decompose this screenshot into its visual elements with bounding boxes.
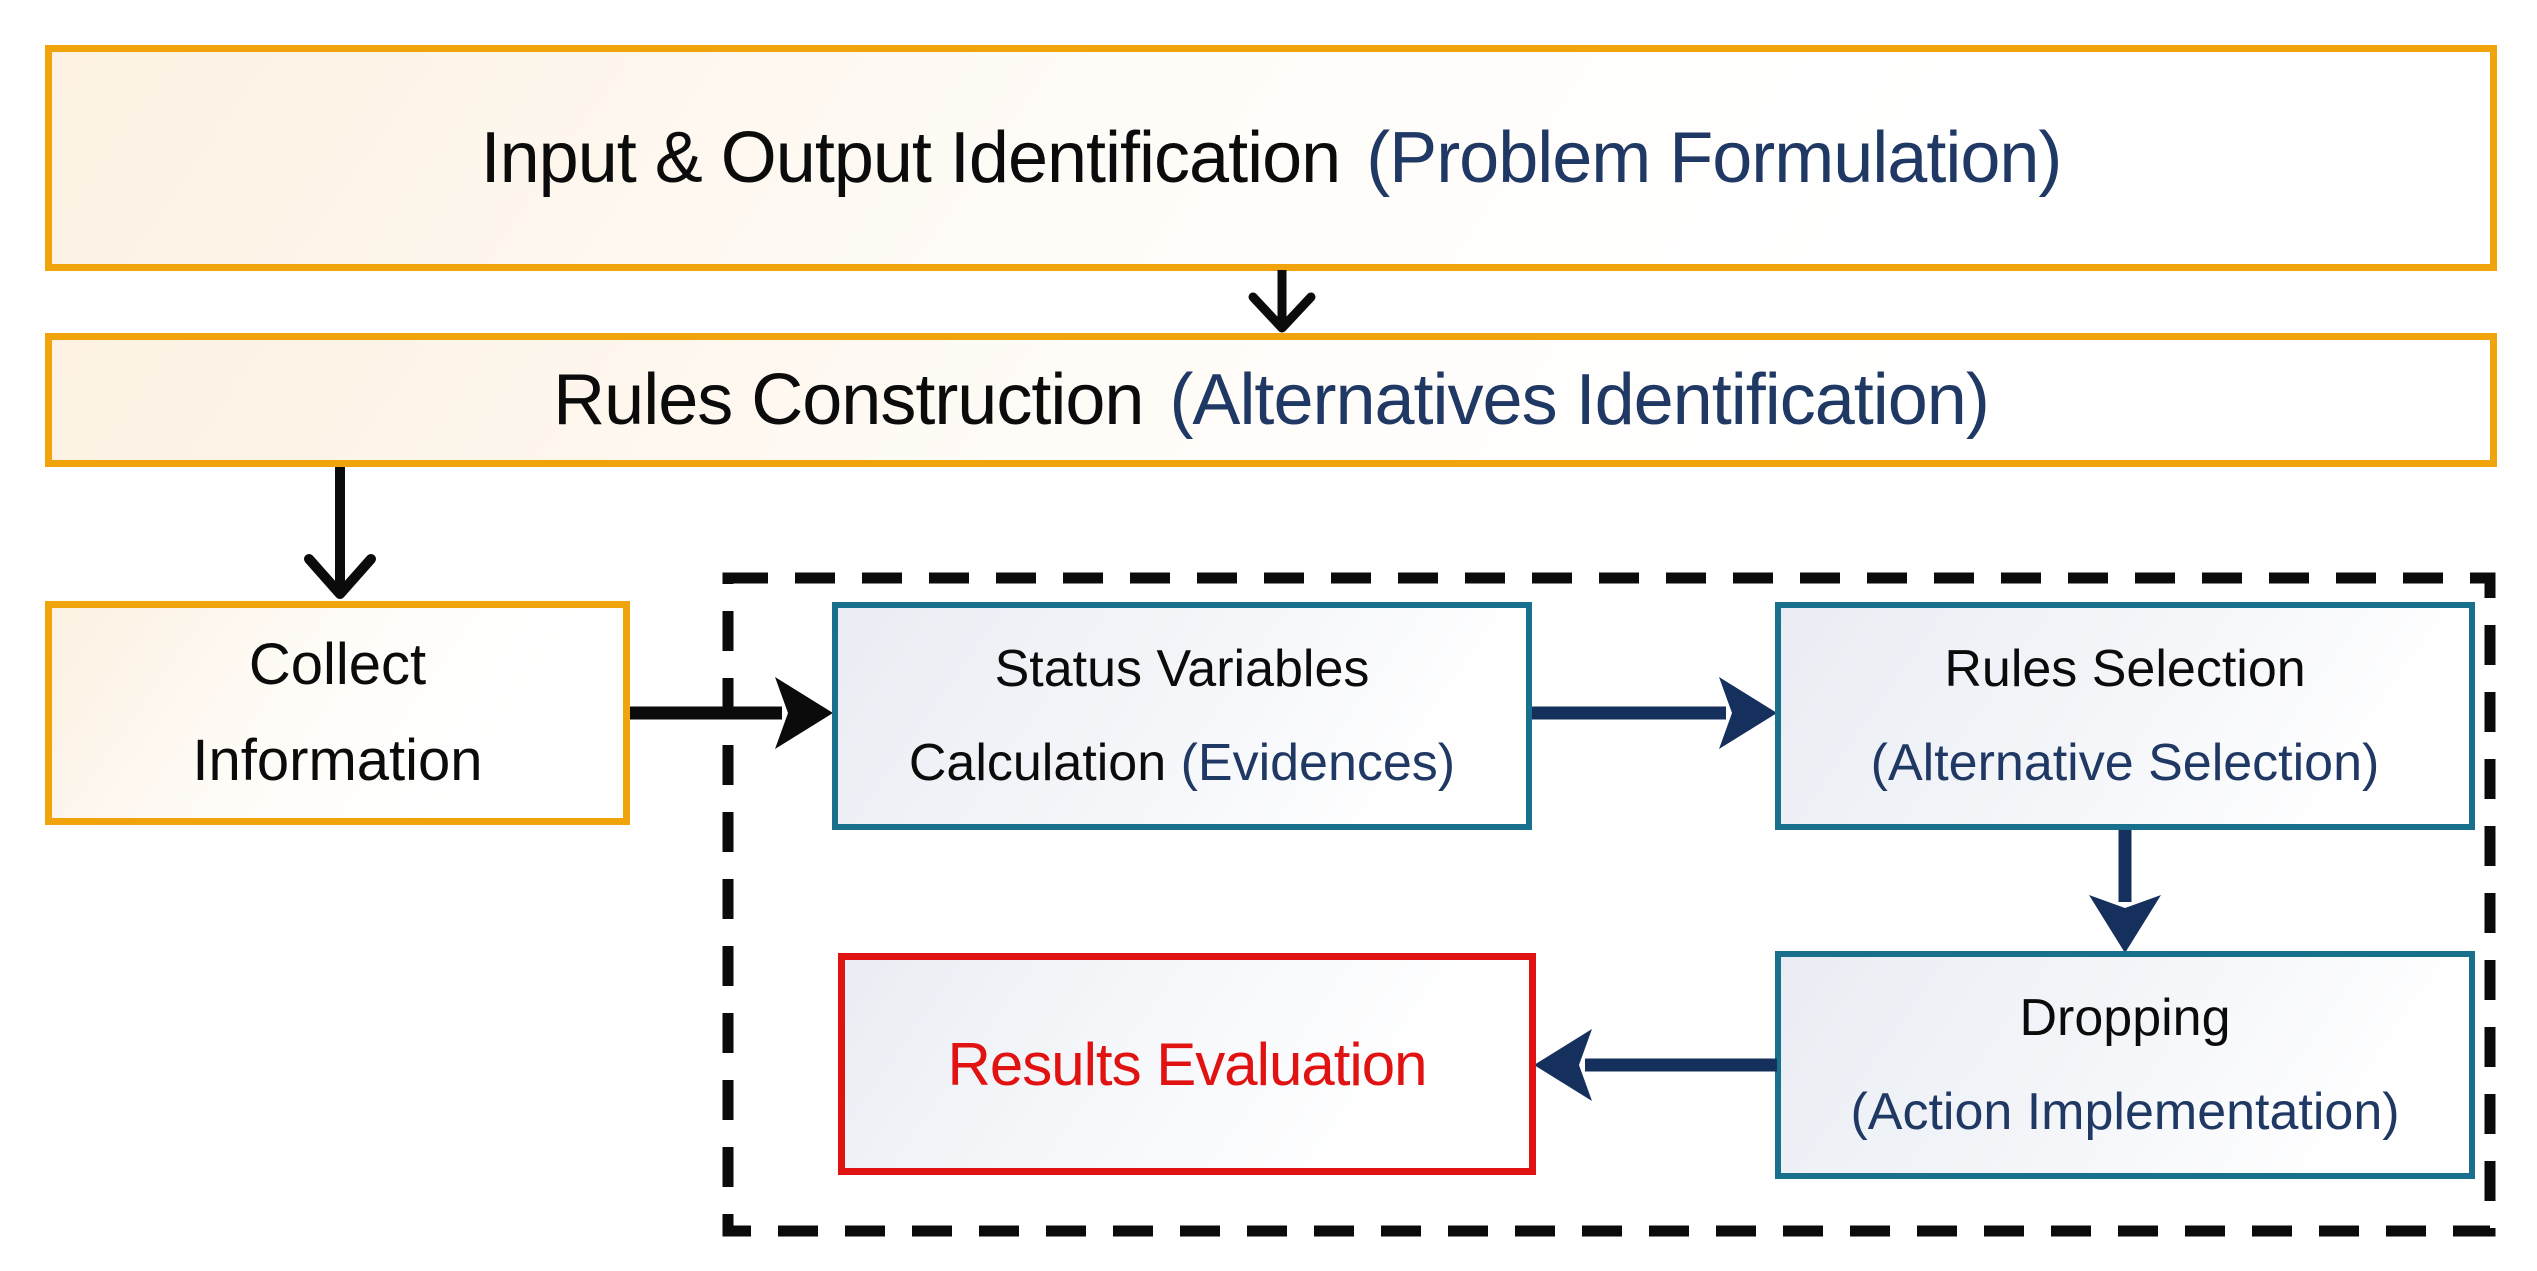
box-collect-information: Collect Information [45, 601, 630, 825]
box-dropping: Dropping (Action Implementation) [1775, 951, 2475, 1179]
rules-construction-sub-text: (Alternatives Identification) [1169, 360, 1989, 440]
arrow-collect-to-status-icon [630, 671, 833, 755]
rules-selection-line2: (Alternative Selection) [1870, 734, 2380, 792]
box-input-output-label: Input & Output Identification (Problem Fo… [480, 117, 2063, 199]
dropping-line2: (Action Implementation) [1850, 1083, 2400, 1141]
dropping-line1: Dropping [2019, 989, 2231, 1047]
collect-line2: Information [192, 728, 483, 793]
status-line2-main: Calculation [908, 734, 1167, 792]
box-rules-construction: Rules Construction (Alternatives Identifi… [45, 333, 2497, 467]
input-output-sub-text: (Problem Formulation) [1366, 118, 2062, 198]
box-results-evaluation: Results Evaluation [838, 953, 1536, 1175]
results-label: Results Evaluation [947, 1030, 1428, 1098]
box-input-output-identification: Input & Output Identification (Problem Fo… [45, 45, 2497, 271]
arrow-dropping-to-results-icon [1534, 1023, 1777, 1107]
rules-selection-line1: Rules Selection [1944, 640, 2306, 698]
box-status-variables: Status Variables Calculation (Evidences) [832, 602, 1532, 830]
arrow-status-to-rules-selection-icon [1532, 671, 1777, 755]
box-rules-construction-label: Rules Construction (Alternatives Identifi… [553, 359, 1990, 441]
collect-line1: Collect [248, 632, 427, 697]
rules-construction-main-text: Rules Construction [553, 360, 1144, 440]
dashed-container-border [722, 572, 2496, 1237]
status-line2-sub: (Evidences) [1180, 734, 1456, 792]
status-line2: Calculation (Evidences) [909, 716, 1455, 810]
arrow-rules-selection-to-dropping-icon [2083, 830, 2167, 953]
arrow-rules-construction-to-collect-icon [292, 467, 388, 601]
status-line1: Status Variables [994, 640, 1370, 698]
input-output-main-text: Input & Output Identification [480, 118, 1342, 198]
box-rules-selection: Rules Selection (Alternative Selection) [1775, 602, 2475, 830]
arrow-input-to-rules-construction-icon [1237, 270, 1327, 334]
